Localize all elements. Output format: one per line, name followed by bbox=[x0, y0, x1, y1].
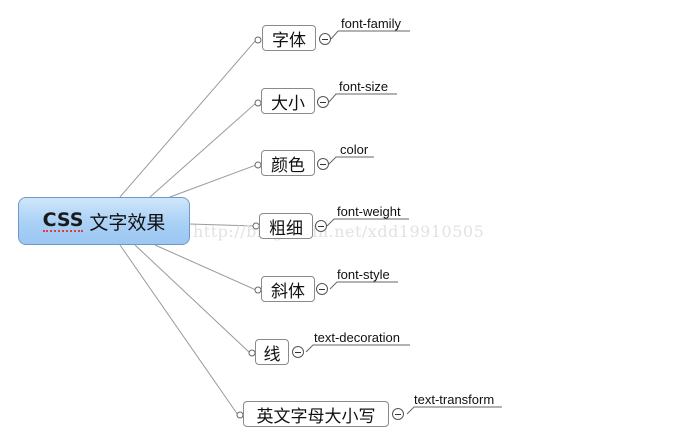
branch-font-family[interactable]: 字体 bbox=[262, 25, 316, 51]
collapse-icon[interactable] bbox=[315, 220, 327, 232]
collapse-icon[interactable] bbox=[292, 346, 304, 358]
leaf-line-color bbox=[328, 156, 374, 165]
leaf-line-text-transform bbox=[406, 406, 502, 415]
branch-label: 斜体 bbox=[271, 281, 305, 302]
branch-font-style[interactable]: 斜体 bbox=[261, 276, 315, 302]
connector-font-weight bbox=[189, 223, 255, 227]
leaf-font-weight[interactable]: font-weight bbox=[337, 204, 401, 219]
collapse-icon[interactable] bbox=[319, 33, 331, 45]
branch-label: 颜色 bbox=[271, 155, 305, 176]
branch-label: 线 bbox=[263, 344, 281, 365]
branch-text-decoration[interactable]: 线 bbox=[255, 339, 289, 365]
connector-font-size bbox=[149, 102, 257, 198]
root-node[interactable]: CSS 文字效果 bbox=[18, 197, 190, 245]
leaf-font-size[interactable]: font-size bbox=[339, 79, 389, 94]
collapse-icon[interactable] bbox=[316, 283, 328, 295]
branch-font-weight[interactable]: 粗细 bbox=[259, 213, 313, 239]
connector-color bbox=[169, 164, 257, 198]
connector-end-icon bbox=[254, 36, 262, 44]
branch-label: 字体 bbox=[272, 30, 306, 51]
leaf-font-family[interactable]: font-family bbox=[341, 16, 401, 31]
collapse-icon[interactable] bbox=[392, 408, 404, 420]
watermark: http://blog.csdn.net/xdd19910505 bbox=[193, 222, 485, 241]
branch-color[interactable]: 颜色 bbox=[261, 150, 315, 176]
branch-label: 粗细 bbox=[269, 218, 303, 239]
leaf-font-style[interactable]: font-style bbox=[337, 267, 390, 282]
leaf-line-font-size bbox=[328, 93, 397, 103]
connector-text-decoration bbox=[134, 244, 251, 354]
branch-text-transform[interactable]: 英文字母大小写 bbox=[243, 401, 389, 427]
connector-font-style bbox=[154, 244, 257, 291]
branch-label: 英文字母大小写 bbox=[256, 406, 376, 427]
leaf-line-font-style bbox=[329, 281, 398, 290]
connector-text-transform bbox=[119, 244, 239, 416]
branch-font-size[interactable]: 大小 bbox=[261, 88, 315, 114]
leaf-line-text-decoration bbox=[305, 344, 410, 353]
leaf-line-font-family bbox=[330, 30, 410, 40]
leaf-text-decoration[interactable]: text-decoration bbox=[314, 330, 400, 345]
collapse-icon[interactable] bbox=[317, 158, 329, 170]
connector-font-family bbox=[119, 39, 257, 198]
leaf-line-font-weight bbox=[326, 218, 409, 227]
leaf-color[interactable]: color bbox=[340, 142, 369, 157]
root-label: 文字效果 bbox=[89, 211, 166, 234]
leaf-text-transform[interactable]: text-transform bbox=[414, 392, 495, 407]
branch-label: 大小 bbox=[271, 93, 305, 114]
collapse-icon[interactable] bbox=[317, 96, 329, 108]
root-prefix: CSS bbox=[42, 209, 84, 232]
